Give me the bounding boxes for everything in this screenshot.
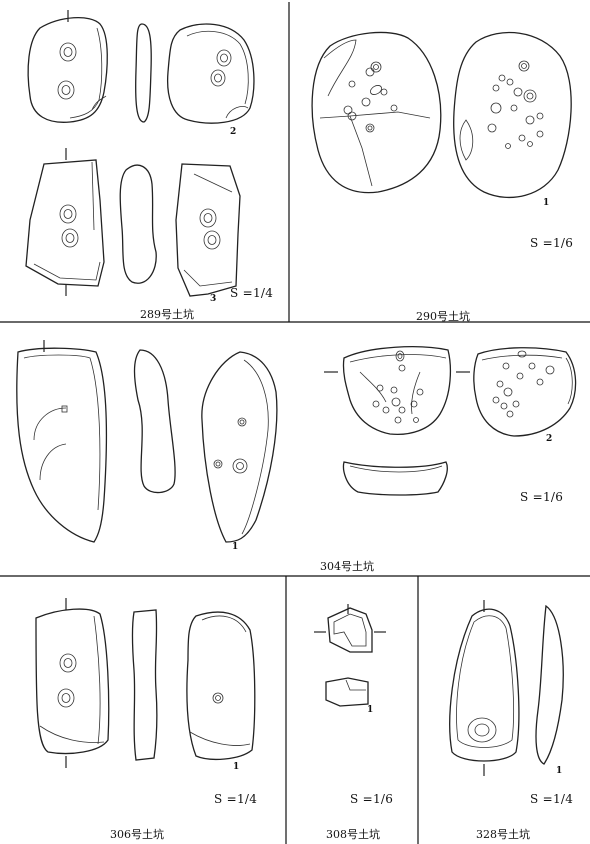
figure-number: 1 [232, 542, 239, 552]
figure-number: 2 [230, 127, 237, 137]
artifact-289-3-front [25, 148, 105, 296]
artifact-304-1-side [133, 349, 176, 494]
figure-number: 1 [233, 762, 240, 772]
artifact-306-1-back [186, 611, 256, 761]
artifact-289-2-back [166, 23, 255, 124]
figure-number: 1 [556, 766, 563, 776]
figure-number: 3 [210, 294, 217, 304]
artifact-306-1-front [35, 598, 110, 768]
artifact-289-2-side [135, 23, 152, 123]
scale-label: S =1/4 [214, 792, 258, 806]
artifact-304-2-side [342, 461, 448, 496]
figure-number: 2 [546, 434, 553, 444]
scale-label: S =1/4 [530, 792, 574, 806]
figure-number: 1 [543, 198, 550, 208]
artifact-290-1-front [311, 31, 442, 194]
panel-title: 304号土坑 [320, 560, 374, 573]
artifact-304-2-back [473, 347, 577, 437]
panel-title: 289号土坑 [140, 308, 194, 321]
artifact-290-1-back [453, 31, 572, 199]
scale-label: S =1/6 [530, 236, 574, 250]
artifact-328-1-front [449, 600, 520, 776]
artifact-308-1-front [314, 604, 386, 653]
artifact-304-1-back [201, 351, 278, 543]
artifact-304-2-front [324, 346, 470, 436]
artifact-289-2-front [27, 10, 108, 123]
figure-number: 1 [367, 705, 374, 715]
panel-title: 328号土坑 [476, 828, 530, 841]
artifact-328-1-side [535, 604, 564, 765]
artifact-308-1-side [325, 677, 369, 707]
scale-label: S =1/6 [350, 792, 394, 806]
panel-title: 308号土坑 [326, 828, 380, 841]
panel-title: 306号土坑 [110, 828, 164, 841]
scale-label: S =1/6 [520, 490, 564, 504]
scale-label: S =1/4 [230, 286, 274, 300]
artifact-289-3-back [175, 163, 241, 297]
artifact-306-1-side [131, 609, 158, 761]
panel-title: 290号土坑 [416, 310, 470, 323]
artifact-304-1-front [16, 340, 108, 543]
artifact-289-3-side [119, 164, 157, 284]
